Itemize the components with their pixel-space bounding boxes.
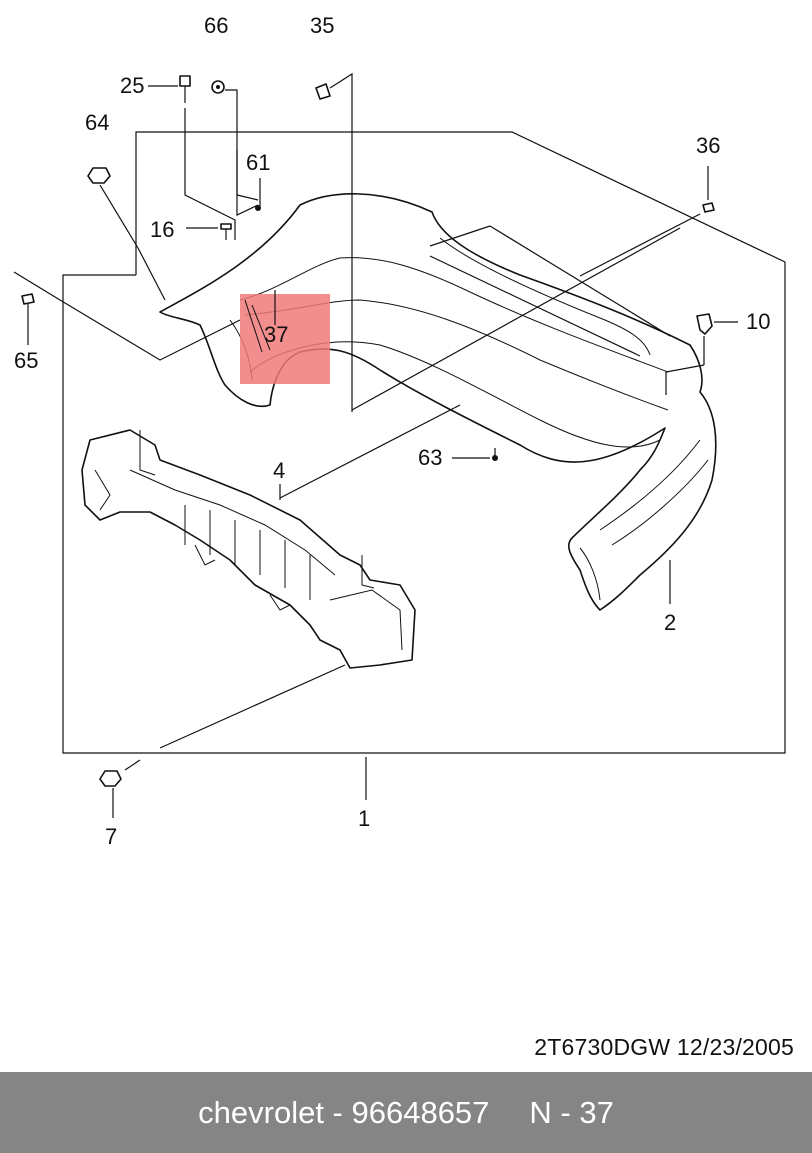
callout-66[interactable]: 66 <box>204 13 228 38</box>
footer-brand-part-number: chevrolet - 96648657 <box>198 1094 490 1130</box>
callout-7[interactable]: 7 <box>105 824 117 849</box>
footer-reference: N - 37 <box>529 1094 614 1130</box>
callout-64[interactable]: 64 <box>85 110 109 135</box>
callout-1[interactable]: 1 <box>358 806 370 831</box>
callout-36[interactable]: 36 <box>696 133 720 158</box>
document-code: 2T6730DGW 12/23/2005 <box>534 1034 794 1060</box>
callout-4[interactable]: 4 <box>273 458 285 483</box>
callout-65[interactable]: 65 <box>14 348 38 373</box>
callout-16[interactable]: 16 <box>150 217 174 242</box>
assembly-outline <box>62 131 786 754</box>
fastener-icons <box>21 75 715 787</box>
highlight-part-37[interactable] <box>240 294 330 384</box>
callout-25[interactable]: 25 <box>120 73 144 98</box>
callout-61[interactable]: 61 <box>246 150 270 175</box>
callout-2[interactable]: 2 <box>664 610 676 635</box>
callout-63[interactable]: 63 <box>418 445 442 470</box>
callout-35[interactable]: 35 <box>310 13 334 38</box>
footer-bar: chevrolet - 96648657 N - 37 <box>0 1072 812 1153</box>
parts-diagram: 66 35 25 64 61 36 16 65 37 10 63 4 2 7 1 <box>13 13 786 849</box>
callout-37[interactable]: 37 <box>264 322 288 347</box>
callout-10[interactable]: 10 <box>746 309 770 334</box>
bumper-absorber <box>81 429 416 669</box>
leader-lines <box>13 72 738 818</box>
callout-labels: 66 35 25 64 61 36 16 65 37 10 63 4 2 7 1 <box>14 13 770 849</box>
